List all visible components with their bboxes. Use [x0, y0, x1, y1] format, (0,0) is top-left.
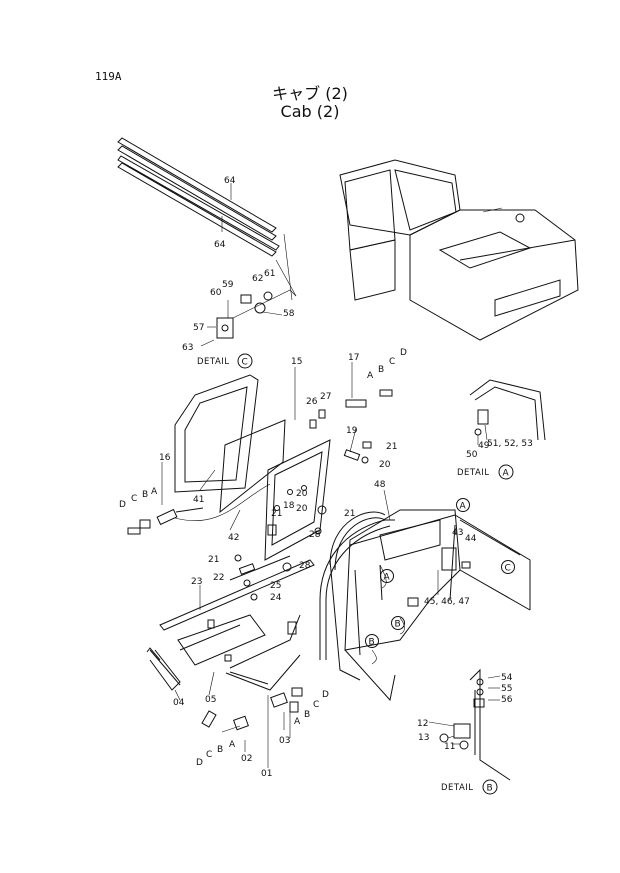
door-frame-assembly: [319, 511, 395, 681]
excavator-cab-body: [339, 159, 579, 341]
callout-50: 50: [466, 450, 478, 460]
callout-23: 23: [191, 577, 202, 587]
callout-18: 18: [283, 501, 295, 511]
letter-b: B: [304, 710, 310, 720]
letter-d: D: [119, 500, 126, 510]
callout-21: 21: [344, 509, 355, 519]
detail-label-a: DETAIL A: [457, 464, 514, 480]
callout-16: 16: [159, 453, 171, 463]
letter-c: C: [131, 494, 137, 504]
callout-42: 42: [228, 533, 239, 543]
callout-25: 25: [270, 581, 281, 591]
callout-22: 22: [213, 573, 224, 583]
callout-12: 12: [417, 719, 428, 729]
letter-c: C: [206, 750, 212, 760]
callout-02: 02: [241, 754, 252, 764]
callout-28: 28: [299, 561, 311, 571]
detail-label-b: DETAIL B: [441, 779, 498, 795]
lower-window-assembly: [146, 614, 301, 691]
callout-05: 05: [205, 695, 216, 705]
callout-64: 64: [224, 176, 236, 186]
letter-c: C: [389, 357, 395, 367]
circled-reference-markers: A A C B B: [365, 498, 515, 648]
callout-20: 20: [379, 460, 391, 470]
callout-21: 21: [208, 555, 219, 565]
window-rail-parts: [117, 137, 297, 301]
callout-58: 58: [283, 309, 295, 319]
sill-rail-parts: [159, 555, 315, 631]
detail-letter: A: [503, 469, 510, 479]
callout-28: 28: [309, 530, 321, 540]
letter-d: D: [322, 690, 329, 700]
callout-19: 19: [346, 426, 358, 436]
handle-parts: [201, 687, 303, 768]
callout-03: 03: [279, 736, 290, 746]
callout-04: 04: [173, 698, 185, 708]
callout-43: 43: [452, 528, 463, 538]
callout-59: 59: [222, 280, 234, 290]
letter-b: B: [217, 745, 223, 755]
page-title-english: Cab (2): [280, 102, 340, 121]
detail-letter: B: [487, 784, 493, 794]
detail-b-hardware: [428, 668, 511, 781]
letter-a: A: [229, 740, 236, 750]
leader-lines: [161, 362, 439, 730]
ref-circle-b: B: [369, 638, 375, 648]
letter-c: C: [313, 700, 319, 710]
variant-letter-labels: A B C D A B C D A B C D A B C D: [119, 348, 407, 768]
callout-26: 26: [306, 397, 318, 407]
callout-21: 21: [271, 509, 282, 519]
callout-labels: 64 64 59 60 62 61 58 57 63 15 17 26 27 1…: [159, 176, 533, 779]
callout-51-52-53: 51, 52, 53: [487, 439, 533, 449]
callout-60: 60: [210, 288, 222, 298]
callout-63: 63: [182, 343, 193, 353]
detail-label-c: DETAIL C: [197, 353, 253, 369]
detail-label-text: DETAIL: [441, 783, 474, 793]
callout-01: 01: [261, 769, 272, 779]
detail-letter: C: [242, 358, 248, 368]
callout-54: 54: [501, 673, 513, 683]
callout-48: 48: [374, 480, 386, 490]
letter-b: B: [142, 490, 148, 500]
callout-57: 57: [193, 323, 204, 333]
callout-20: 20: [296, 489, 308, 499]
callout-15: 15: [291, 357, 302, 367]
callout-20: 20: [296, 504, 308, 514]
letter-b: B: [378, 365, 384, 375]
callout-45-46-47: 45, 46, 47: [424, 597, 470, 607]
ref-circle-a: A: [460, 502, 467, 512]
detail-c-hardware: [200, 289, 297, 347]
window-glass-assembly: [127, 374, 393, 575]
callout-21: 21: [386, 442, 397, 452]
callout-61: 61: [264, 269, 275, 279]
callout-27: 27: [320, 392, 331, 402]
callout-44: 44: [465, 534, 477, 544]
letter-a: A: [367, 371, 374, 381]
callout-56: 56: [501, 695, 513, 705]
detail-a-hardware: [469, 379, 546, 445]
cab-frame: [344, 509, 531, 702]
ref-circle-b: B: [395, 620, 401, 630]
callout-24: 24: [270, 593, 282, 603]
ref-circle-c: C: [505, 564, 511, 574]
letter-a: A: [294, 717, 301, 727]
callout-49: 49: [478, 441, 490, 451]
callout-13: 13: [418, 733, 429, 743]
letter-d: D: [196, 758, 203, 768]
page-title-japanese: キャブ (2): [272, 84, 348, 103]
callout-11: 11: [444, 742, 455, 752]
callout-62: 62: [252, 274, 263, 284]
callout-41: 41: [193, 495, 204, 505]
callout-55: 55: [501, 684, 512, 694]
detail-label-text: DETAIL: [457, 468, 490, 478]
callout-64: 64: [214, 240, 226, 250]
callout-17: 17: [348, 353, 359, 363]
ref-circle-a: A: [384, 573, 391, 583]
letter-a: A: [151, 487, 158, 497]
letter-d: D: [400, 348, 407, 358]
page-number: 119A: [95, 70, 122, 83]
detail-label-text: DETAIL: [197, 357, 230, 367]
